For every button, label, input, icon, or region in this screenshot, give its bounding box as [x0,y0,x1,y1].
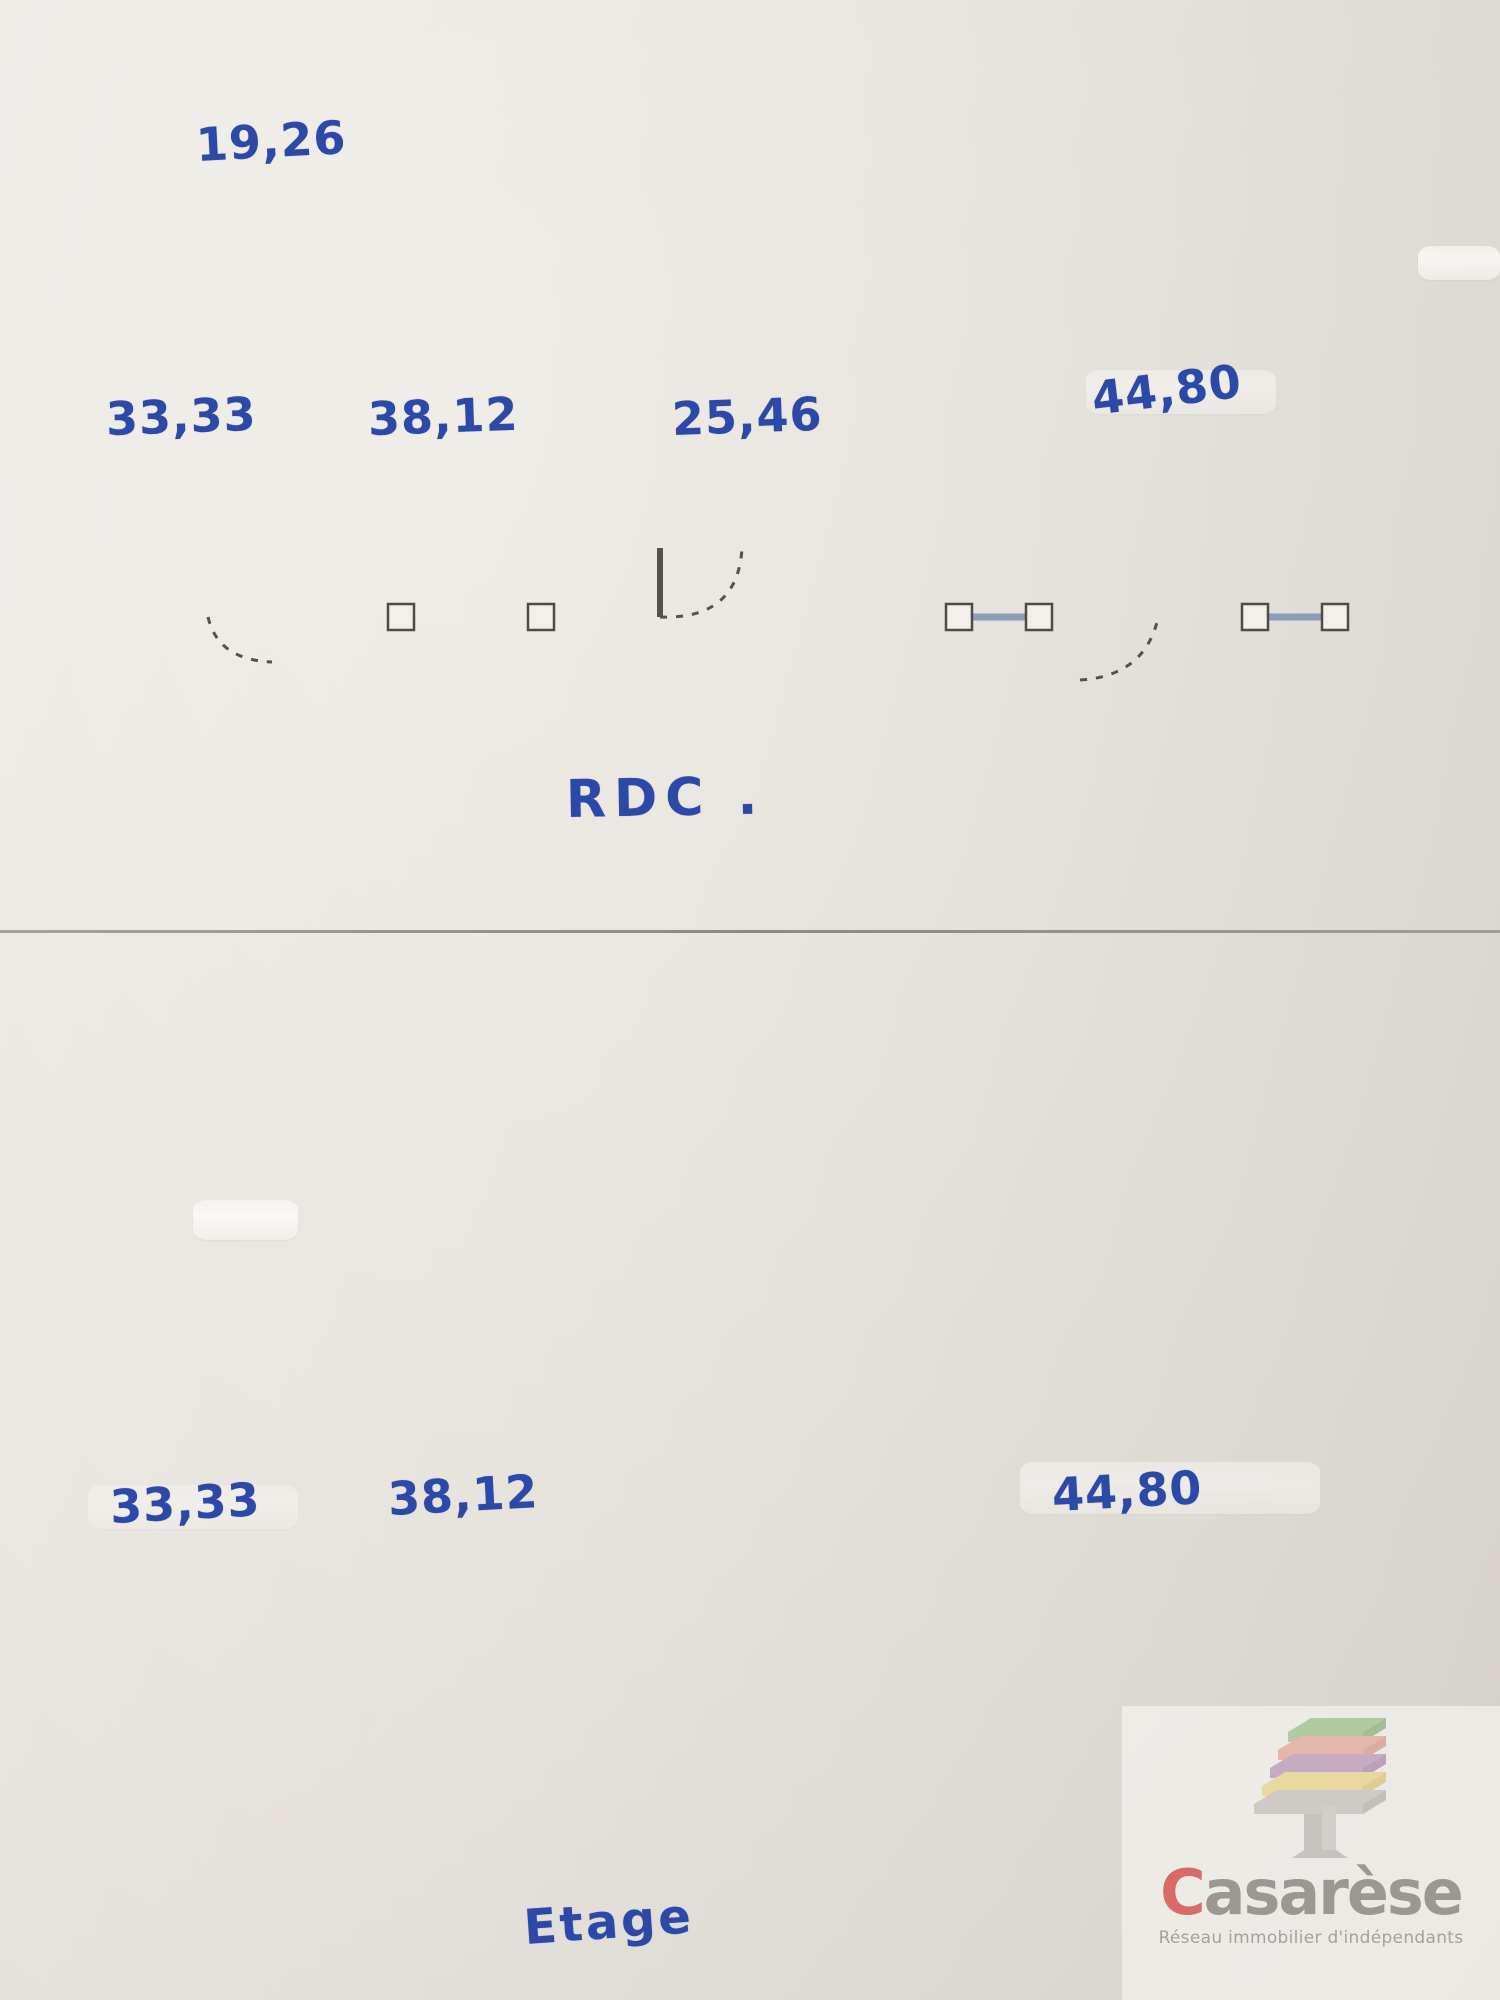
casarese-logo: Casarèse Réseau immobilier d'indépendant… [1122,1706,1500,2000]
floor-label-etage: Etage [522,1888,696,1956]
etage-walls [57,1083,1467,1700]
correction-tape-edge [1418,246,1500,280]
sheet-divider [0,930,1500,933]
correction-tape-annex [193,1200,298,1240]
logo-wordmark: Casarèse [1160,1862,1464,1924]
correction-tape-etage-left [88,1485,298,1529]
area-label-etage-left: 33,33 [108,1472,262,1534]
rdc-door-arcs [206,547,1160,682]
area-label-rdc-left: 33,33 [105,386,258,446]
area-label-rdc-second: 38,12 [367,386,520,446]
rdc-window-jambs [386,602,1350,632]
logo-wordmark-rest: asarèse [1203,1856,1464,1929]
casarese-building-icon [1254,1718,1386,1858]
area-label-rdc-third: 25,46 [671,386,824,446]
area-label-etage-second: 38,12 [386,1464,540,1526]
logo-wordmark-initial: C [1160,1856,1205,1929]
logo-tagline: Réseau immobilier d'indépendants [1158,1928,1464,1948]
correction-tape-rdc-right [1086,370,1276,414]
correction-tape-etage-right [1020,1462,1320,1514]
floor-label-rdc: RDC . [565,766,766,830]
area-label-rdc-annex: 19,26 [194,110,348,172]
area-label-etage-right: 44,80 [1050,1460,1204,1522]
